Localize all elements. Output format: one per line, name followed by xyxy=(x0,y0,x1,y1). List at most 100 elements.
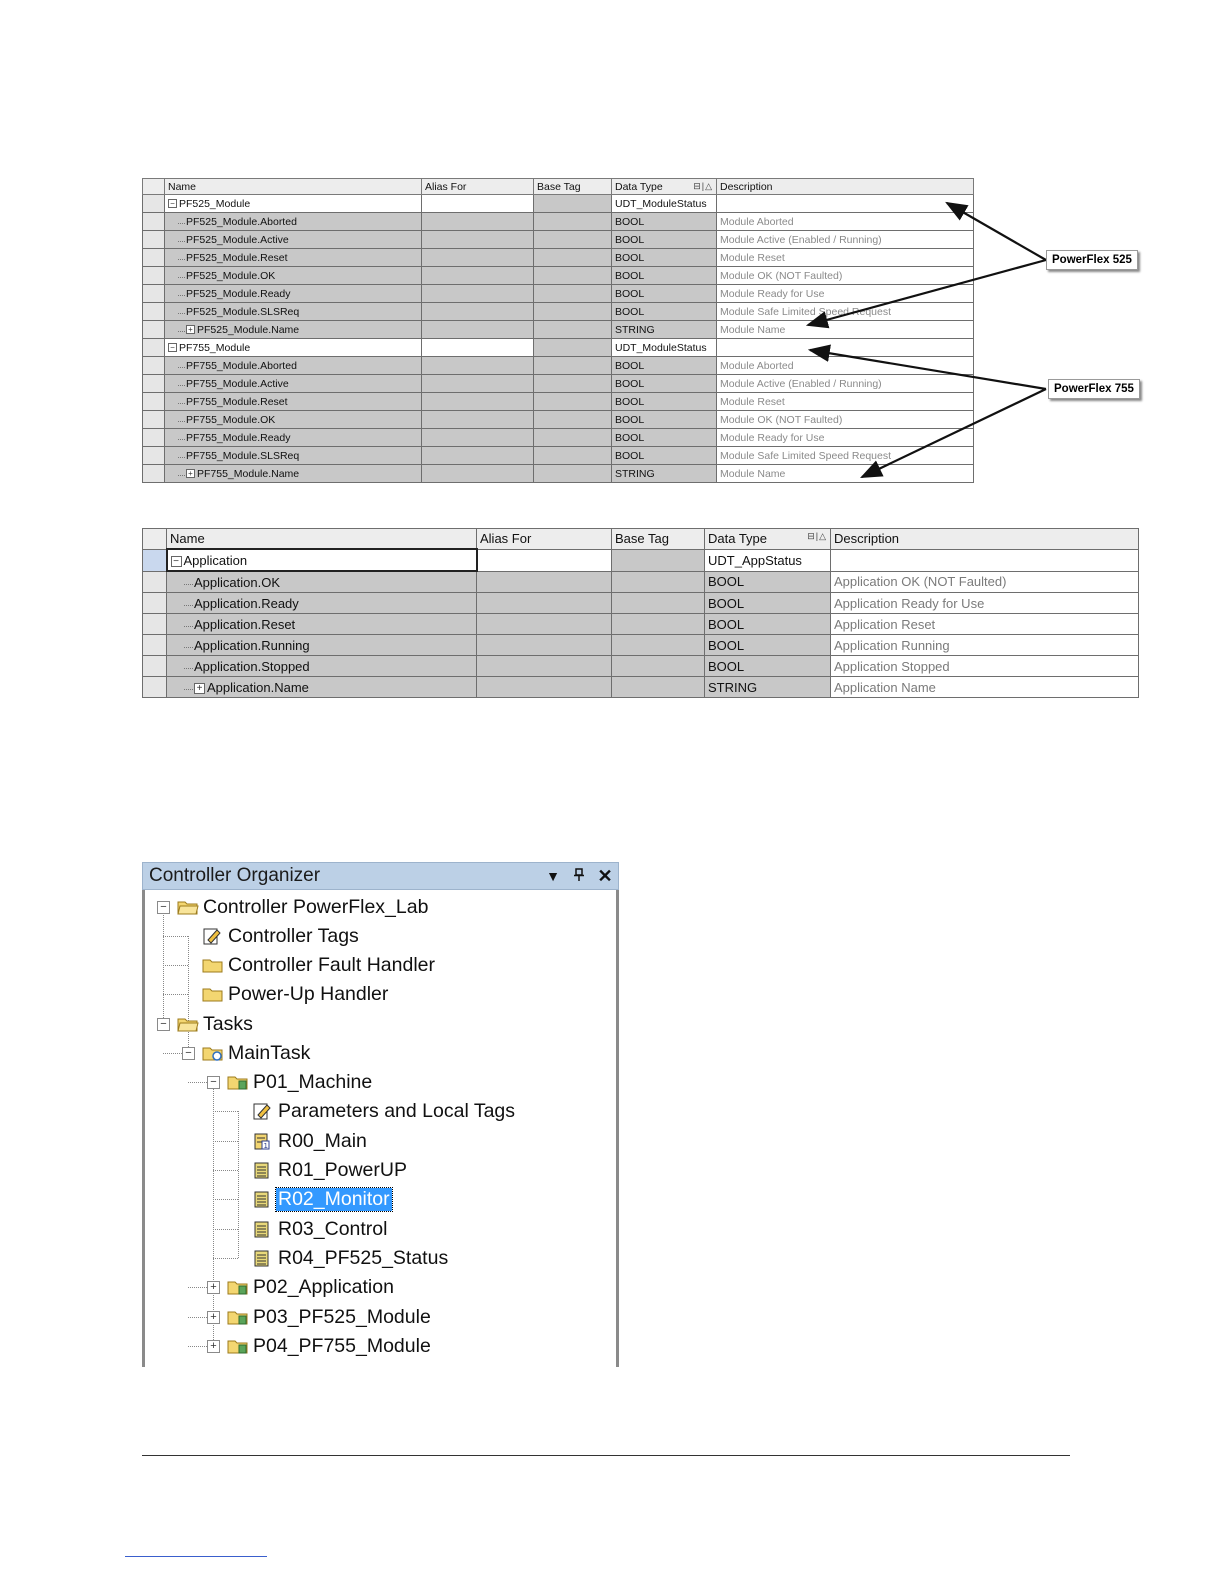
alias-for-cell[interactable] xyxy=(476,655,612,677)
alias-for-cell[interactable] xyxy=(476,548,612,572)
alias-for-cell[interactable] xyxy=(476,676,612,698)
row-selector[interactable] xyxy=(142,230,165,249)
tag-name-cell[interactable]: +PF525_Module.Name xyxy=(164,320,422,339)
tag-name-cell[interactable]: Application.Running xyxy=(166,634,477,656)
data-type-cell[interactable]: BOOL xyxy=(704,613,831,635)
description-cell[interactable] xyxy=(716,338,974,357)
tag-name-cell[interactable]: Application.OK xyxy=(166,570,477,593)
tree-item[interactable]: P02_Application xyxy=(227,1274,396,1300)
tag-name-cell[interactable]: PF755_Module.Ready xyxy=(164,428,422,447)
description-cell[interactable]: Application Name xyxy=(830,676,1139,698)
collapse-icon[interactable]: − xyxy=(157,1018,170,1031)
base-tag-cell[interactable] xyxy=(533,392,612,411)
description-cell[interactable]: Module Active (Enabled / Running) xyxy=(716,374,974,393)
tree-item[interactable]: Parameters and Local Tags xyxy=(252,1098,517,1124)
expand-icon[interactable]: + xyxy=(207,1340,220,1353)
row-selector[interactable] xyxy=(142,676,167,698)
tag-name-cell[interactable]: Application.Stopped xyxy=(166,655,477,677)
tag-name-cell[interactable]: +PF755_Module.Name xyxy=(164,464,422,483)
tree-item[interactable]: MainTask xyxy=(202,1040,312,1066)
row-selector[interactable] xyxy=(142,655,167,677)
base-tag-cell[interactable] xyxy=(533,356,612,375)
tag-name-cell[interactable]: PF755_Module.Active xyxy=(164,374,422,393)
tag-name-cell[interactable]: PF525_Module.OK xyxy=(164,266,422,285)
data-type-cell[interactable]: UDT_AppStatus xyxy=(704,548,831,572)
row-selector[interactable] xyxy=(142,284,165,303)
description-cell[interactable]: Application Ready for Use xyxy=(830,592,1139,614)
base-tag-cell[interactable] xyxy=(533,266,612,285)
tag-name-cell[interactable]: Application.Reset xyxy=(166,613,477,635)
base-tag-cell[interactable] xyxy=(611,613,705,635)
close-icon[interactable]: ✕ xyxy=(597,865,613,886)
alias-for-cell[interactable] xyxy=(421,410,534,429)
row-selector[interactable] xyxy=(142,592,167,614)
alias-for-cell[interactable] xyxy=(421,302,534,321)
collapse-icon[interactable]: − xyxy=(170,555,182,567)
collapse-icon[interactable]: − xyxy=(182,1047,195,1060)
base-tag-cell[interactable] xyxy=(611,548,705,572)
alias-for-cell[interactable] xyxy=(421,230,534,249)
data-type-cell[interactable]: BOOL xyxy=(704,592,831,614)
description-cell[interactable]: Module OK (NOT Faulted) xyxy=(716,266,974,285)
data-type-cell[interactable]: UDT_ModuleStatus xyxy=(611,194,717,213)
description-cell[interactable]: Module Safe Limited Speed Request xyxy=(716,302,974,321)
tag-name-cell[interactable]: −PF755_Module xyxy=(164,338,422,357)
tag-row-parent[interactable]: −Application UDT_AppStatus xyxy=(142,548,1139,572)
collapse-icon[interactable]: − xyxy=(207,1076,220,1089)
tree-item[interactable]: R02_Monitor xyxy=(252,1186,393,1212)
tag-name-cell[interactable]: −Application xyxy=(165,548,478,572)
base-tag-cell[interactable] xyxy=(611,655,705,677)
dropdown-icon[interactable]: ▼ xyxy=(546,868,560,884)
description-cell[interactable]: Module Name xyxy=(716,320,974,339)
tree-item[interactable]: R04_PF525_Status xyxy=(252,1245,450,1271)
data-type-cell[interactable]: BOOL xyxy=(611,248,717,267)
base-tag-cell[interactable] xyxy=(533,284,612,303)
base-tag-cell[interactable] xyxy=(533,374,612,393)
data-type-cell[interactable]: BOOL xyxy=(611,230,717,249)
alias-for-cell[interactable] xyxy=(421,464,534,483)
alias-for-cell[interactable] xyxy=(421,392,534,411)
base-tag-cell[interactable] xyxy=(533,428,612,447)
description-cell[interactable]: Application Stopped xyxy=(830,655,1139,677)
row-selector[interactable] xyxy=(142,320,165,339)
tag-name-cell[interactable]: PF755_Module.Reset xyxy=(164,392,422,411)
tree-item[interactable]: R03_Control xyxy=(252,1216,389,1242)
data-type-cell[interactable]: BOOL xyxy=(611,356,717,375)
description-cell[interactable]: Module Safe Limited Speed Request xyxy=(716,446,974,465)
data-type-cell[interactable]: STRING xyxy=(611,320,717,339)
column-header-description[interactable]: Description xyxy=(830,528,1139,550)
data-type-cell[interactable]: BOOL xyxy=(611,446,717,465)
row-selector[interactable] xyxy=(142,446,165,465)
column-header-description[interactable]: Description xyxy=(716,178,974,195)
row-selector[interactable] xyxy=(142,410,165,429)
tree-item[interactable]: Controller Tags xyxy=(202,923,361,949)
alias-for-cell[interactable] xyxy=(421,374,534,393)
base-tag-cell[interactable] xyxy=(611,592,705,614)
tree-item[interactable]: Controller Fault Handler xyxy=(202,952,437,978)
expand-icon[interactable]: + xyxy=(207,1281,220,1294)
sort-filter-icon[interactable]: ⊟|△ xyxy=(693,180,713,191)
column-header-base-tag[interactable]: Base Tag xyxy=(611,528,705,550)
row-selector[interactable] xyxy=(142,266,165,285)
data-type-cell[interactable]: BOOL xyxy=(704,634,831,656)
data-type-cell[interactable]: BOOL xyxy=(611,212,717,231)
description-cell[interactable] xyxy=(830,548,1139,572)
column-header-name[interactable]: Name xyxy=(166,528,477,550)
column-header-base-tag[interactable]: Base Tag xyxy=(533,178,612,195)
pin-icon[interactable] xyxy=(566,867,592,885)
row-selector[interactable] xyxy=(142,570,167,593)
base-tag-cell[interactable] xyxy=(533,446,612,465)
base-tag-cell[interactable] xyxy=(533,338,612,357)
